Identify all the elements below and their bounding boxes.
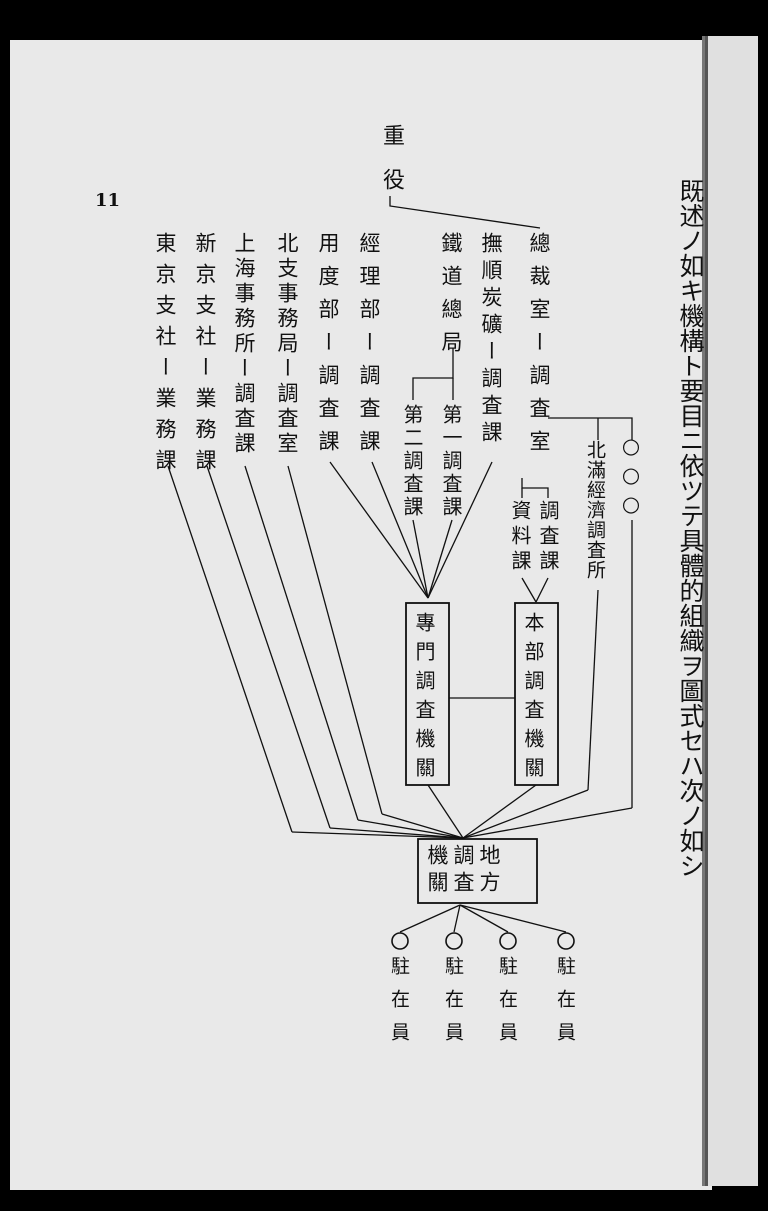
section-second: 第二調査課 xyxy=(400,404,424,519)
column-l1: 經理部ー調査課 xyxy=(357,232,381,463)
line-research-subs xyxy=(521,478,549,498)
column-l2: 用度部ー調査課 xyxy=(316,232,340,463)
line-railway-sections xyxy=(412,348,454,400)
hokuman-institute: 北滿經濟調査所 xyxy=(584,440,606,580)
line-executive xyxy=(389,196,541,229)
column-c2: 撫順炭礦ー調査課 xyxy=(479,232,503,448)
station-3: 駐在員 xyxy=(496,956,518,1055)
side-text: 既述ノ如キ機構ト要目ニ依ツテ具體的組織ヲ圖式セハ次ノ如シ xyxy=(676,178,705,878)
senmon-label: 專門調査機關 xyxy=(412,612,436,786)
column-l3: 北支事務局ー調査室 xyxy=(275,232,299,457)
chiho-text: 地方調査機關 xyxy=(425,844,501,898)
chosa-section: 調査課 xyxy=(536,500,560,575)
shiryo-section: 資料課 xyxy=(508,500,532,575)
column-c1: 總裁室ー調査室 xyxy=(527,232,551,463)
station-2: 駐在員 xyxy=(442,956,464,1055)
chiho-label: 地方調査機關 xyxy=(424,844,532,900)
chiho-box xyxy=(417,838,538,904)
side-strip xyxy=(705,36,758,1186)
column-c3: 鐵道總局 xyxy=(439,232,463,364)
honbu-label: 本部調査機關 xyxy=(521,612,545,786)
station-1: 駐在員 xyxy=(388,956,410,1055)
page-number: 11 xyxy=(95,190,121,211)
section-first: 第一調査課 xyxy=(439,404,463,519)
line-bracket-right xyxy=(548,417,633,440)
column-l6: 東京支社ー業務課 xyxy=(153,232,177,480)
document-page xyxy=(10,40,712,1190)
page-gutter xyxy=(702,36,706,1186)
senmon-box xyxy=(405,602,450,786)
honbu-box xyxy=(514,602,559,786)
column-l5: 新京支社ー業務課 xyxy=(193,232,217,480)
top-executive: 重役 xyxy=(379,124,404,212)
station-4: 駐在員 xyxy=(554,956,576,1055)
column-l4: 上海事務所ー調査課 xyxy=(232,232,256,457)
unnamed-units: ○○○ xyxy=(619,434,643,521)
